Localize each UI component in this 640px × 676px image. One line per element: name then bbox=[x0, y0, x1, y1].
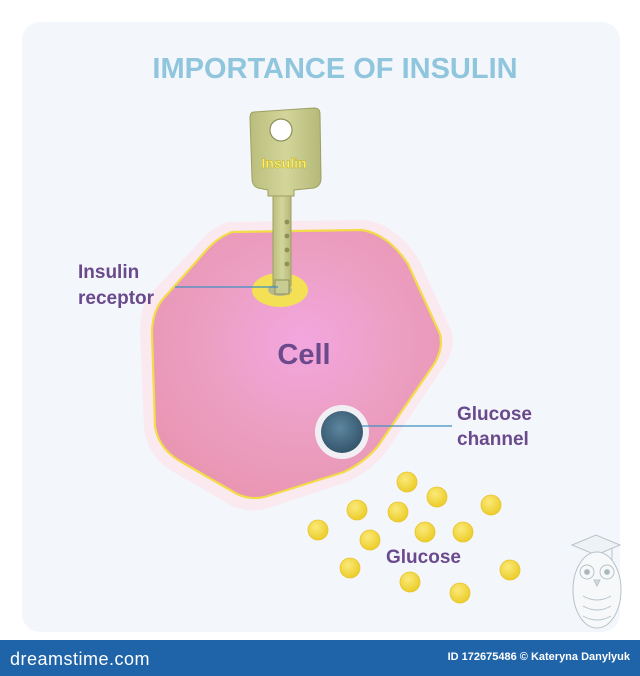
glucose-molecule bbox=[346, 499, 368, 521]
key-label: Insulin bbox=[261, 155, 306, 171]
glucose-molecule bbox=[449, 582, 471, 604]
glucose-molecule bbox=[387, 501, 409, 523]
glucose-molecules bbox=[307, 471, 521, 604]
receptor-label-line2: receptor bbox=[78, 288, 155, 309]
diagram-title: IMPORTANCE OF INSULIN bbox=[152, 53, 517, 85]
footer-credit: ID 172675486 © Kateryna Danylyuk bbox=[447, 651, 630, 663]
glucose-molecule bbox=[339, 557, 361, 579]
glucose-molecule bbox=[414, 521, 436, 543]
cell-label: Cell bbox=[277, 339, 330, 371]
receptor-label: Insulin receptor bbox=[78, 262, 155, 309]
channel-label-line1: Glucose bbox=[457, 404, 532, 425]
glucose-molecule bbox=[480, 494, 502, 516]
glucose-channel bbox=[321, 411, 363, 453]
glucose-molecule bbox=[359, 529, 381, 551]
glucose-molecule bbox=[452, 521, 474, 543]
glucose-molecule bbox=[399, 571, 421, 593]
footer-logo[interactable]: dreamstime.com bbox=[10, 649, 151, 669]
receptor-label-line1: Insulin bbox=[78, 262, 139, 283]
owl-graduate-icon bbox=[570, 534, 622, 629]
footer-bar: dreamstime.com ID 172675486 © Kateryna D… bbox=[0, 640, 640, 676]
glucose-label: Glucose bbox=[386, 547, 461, 568]
glucose-molecule bbox=[499, 559, 521, 581]
channel-label-line2: channel bbox=[457, 429, 529, 450]
glucose-molecule bbox=[426, 486, 448, 508]
channel-label: Glucose channel bbox=[457, 404, 537, 450]
key-icon bbox=[249, 107, 322, 295]
glucose-molecule bbox=[396, 471, 418, 493]
glucose-molecule bbox=[307, 519, 329, 541]
